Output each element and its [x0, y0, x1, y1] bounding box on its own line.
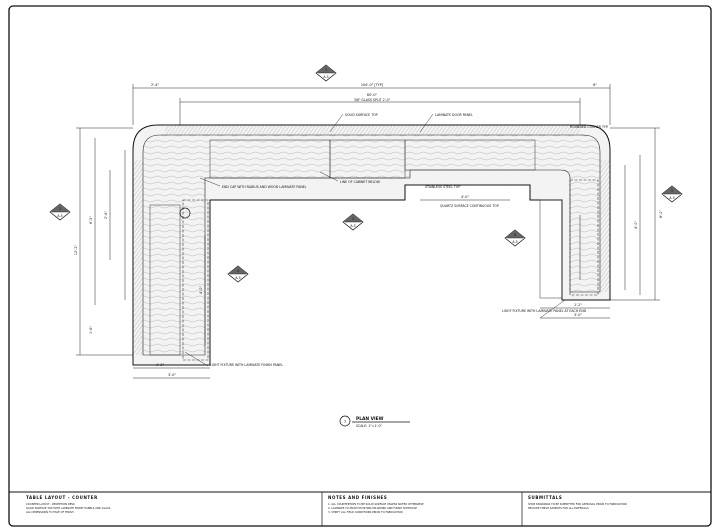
counter-outline-inner [142, 134, 601, 356]
callout-left: 2 A-5 [49, 203, 71, 221]
dim-mid-panel: 4'-0" [461, 195, 469, 199]
title-block-col2-line3: 3. VERIFY ALL FIELD CONDITIONS PRIOR TO … [328, 510, 403, 514]
dim-top-sub: 60'-0" [367, 93, 378, 97]
title-block-col3-line1: SHOP DRAWINGS TO BE SUBMITTED FOR APPROV… [528, 502, 627, 506]
callout-right-sheet: A-5 [669, 196, 674, 200]
callout-mid: 3 A-5 [342, 213, 364, 231]
drawing-scale: SCALE: 1"=1'-0" [356, 424, 383, 428]
drawing-title-text: PLAN VIEW [356, 416, 384, 422]
left-leg-cabinet [182, 199, 209, 361]
dim-leg-d: 3'-0" [574, 313, 582, 317]
title-block-col2-line2: 2. LAMINATE TO MATCH EXISTING MILLWORK A… [328, 506, 417, 510]
callout-inner: 4 A-5 [227, 265, 249, 283]
callout-mid-number: 3 [352, 217, 354, 221]
dim-top-right-corner: 6" [593, 83, 597, 87]
title-block-col2-header: NOTES AND FINISHES [328, 495, 387, 500]
dimension-lines [76, 84, 660, 379]
dim-right-overall: 8'-0" [659, 210, 663, 218]
callout-right-inner: 6 A-5 [504, 229, 526, 247]
callout-right: 5 A-5 [661, 185, 683, 203]
right-leg-inner [539, 199, 563, 299]
drawing-title: 3 PLAN VIEW SCALE: 1"=1'-0" [339, 415, 410, 428]
edge-band-top [165, 125, 580, 135]
dim-top-left-corner: 2'-4" [151, 83, 159, 87]
callout-right-inner-number: 6 [514, 233, 516, 237]
title-block-col1-header: TABLE LAYOUT - COUNTER [26, 495, 98, 500]
title-block-col3-line2: PROVIDE FINISH SAMPLES FOR ALL MATERIALS [528, 506, 589, 510]
note-laminate-panel: LAMINATE DOOR PANEL [435, 113, 473, 117]
dim-left-upper: 2'-6" [104, 211, 108, 219]
callout-right-number: 5 [671, 189, 673, 193]
dim-top-note: 3/8" GLASS SPLIT 2'-0" [354, 98, 391, 102]
title-block-col1-line3: ALL DIMENSIONS TO FACE OF FINISH [26, 510, 74, 514]
callout-top-number: 1 [325, 68, 327, 72]
sheet-border [8, 5, 712, 527]
title-block-col1-line1: COUNTER LAYOUT - RECEPTION DESK [26, 502, 75, 506]
callout-top: 1 A-5 [315, 64, 337, 82]
detail-number: 3 [344, 420, 346, 424]
title-block-col3-header: SUBMITTALS [528, 495, 562, 500]
dim-leg-b: 3'-0" [168, 373, 176, 377]
callout-left-sheet: A-5 [57, 214, 62, 218]
callout-inner-sheet: A-5 [235, 276, 240, 280]
dim-left-inner: 6'-5" [89, 216, 93, 224]
edge-band-left [133, 160, 143, 355]
edge-band-right [600, 160, 610, 292]
dim-leg-a: 1'-2" [156, 363, 164, 367]
corner-radius-marker [179, 207, 191, 219]
note-quartz-top: QUARTZ SURFACE CONTINUOUS TOP [440, 204, 499, 208]
note-light-fixture-left: LIGHT FIXTURE WITH LAMINATE FINISH PANEL [210, 363, 283, 367]
title-block-col1-line2: SOLID SURFACE TOP WITH LAMINATE FRONT PA… [26, 506, 111, 510]
callout-mid-sheet: A-5 [350, 224, 355, 228]
left-leg-inner [149, 204, 181, 356]
title-block-col2-line1: 1. ALL COUNTERTOPS TO BE SOLID SURFACE U… [328, 502, 424, 506]
note-end-cap: END CAP WITH RADIUS AND WOOD LAMINATE PA… [222, 185, 307, 189]
callout-inner-number: 4 [237, 269, 239, 273]
dim-right-inner: 4'-0" [634, 221, 638, 229]
dim-left-overall: 12'-2" [74, 244, 78, 255]
panel-3 [404, 139, 536, 171]
note-cabinet-below: LINE OF CABINET BELOW [340, 180, 381, 184]
dimension-text: 104'-0" [TYP] 60'-0" 3/8" GLASS SPLIT 2'… [74, 83, 663, 377]
note-solid-surface: SOLID SURFACE TOP [345, 113, 378, 117]
dim-left-lower: 1'-6" [89, 326, 93, 334]
note-rounded-corner: ROUNDED CORNER TYP. [570, 125, 608, 129]
annotations: SOLID SURFACE TOP LAMINATE DOOR PANEL ST… [184, 113, 608, 367]
title-block: TABLE LAYOUT - COUNTER COUNTER LAYOUT - … [9, 491, 711, 526]
dim-leg-c: 1'-2" [574, 303, 582, 307]
dim-inner-height: 4'-0" [199, 286, 203, 294]
callout-left-number: 2 [59, 207, 61, 211]
note-light-fixture-right: LIGHT FIXTURE WITH LAMINATE PANEL AT EAC… [502, 309, 587, 313]
right-leg-cabinet [569, 179, 599, 296]
counter-plan [132, 124, 611, 366]
note-stainless-top: STAINLESS STEEL TOP [425, 185, 460, 189]
section-callouts: 1 A-5 2 A-5 3 A-5 4 A-5 [49, 64, 683, 283]
callout-top-sheet: A-5 [323, 75, 328, 79]
callout-right-inner-sheet: A-5 [512, 240, 517, 244]
dim-top-overall: 104'-0" [TYP] [361, 83, 384, 87]
